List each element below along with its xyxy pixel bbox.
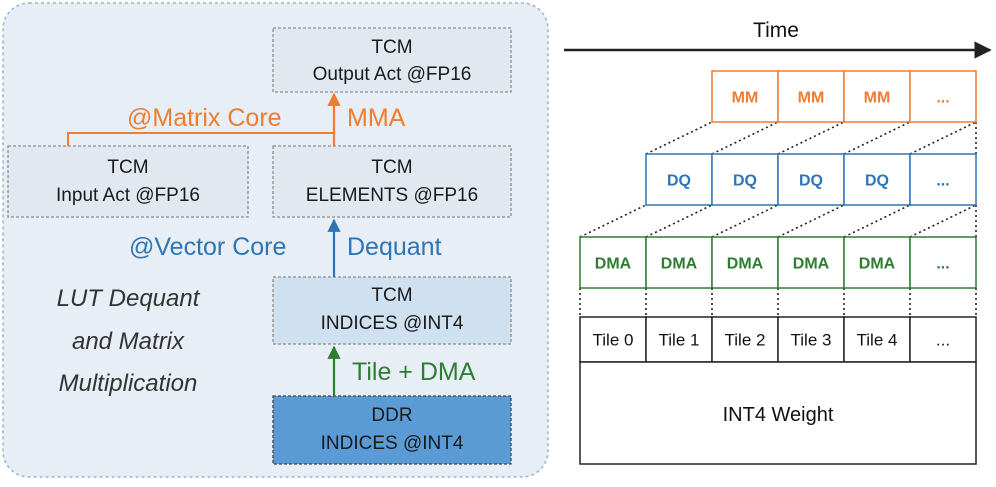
panel-caption: LUT Dequant and Matrix Multiplication bbox=[57, 285, 201, 397]
dotted-connector bbox=[711, 204, 779, 238]
tile-row: Tile 0 Tile 1 Tile 2 Tile 3 Tile 4... bbox=[579, 316, 977, 363]
dotted-connector bbox=[645, 121, 713, 155]
tile-cell-label: Tile 4 bbox=[857, 331, 898, 350]
dma-cell: DMA bbox=[843, 236, 911, 289]
mm-cell: MM bbox=[843, 70, 911, 123]
tcm-indices-box: TCM INDICES @INT4 bbox=[272, 276, 512, 345]
caption-line-3: Multiplication bbox=[59, 370, 198, 397]
input-box-line2: Input Act @FP16 bbox=[56, 185, 200, 206]
matrix-core-label: @Matrix Core bbox=[127, 104, 282, 132]
dotted-connector bbox=[711, 121, 779, 155]
dq-cell: DQ bbox=[843, 153, 911, 206]
dq-cell-label: DQ bbox=[799, 173, 823, 190]
tcm-output-act-box: TCM Output Act @FP16 bbox=[272, 27, 512, 93]
dma-row: DMA DMA DMA DMA DMA... bbox=[579, 236, 977, 289]
dotted-connector bbox=[579, 204, 647, 238]
dotted-connector bbox=[777, 121, 845, 155]
tile-cell: Tile 2 bbox=[711, 316, 779, 363]
dotted-connector bbox=[645, 204, 713, 238]
dq-cell-label: DQ bbox=[667, 173, 691, 190]
mm-cell: ... bbox=[909, 70, 977, 123]
ddr-box-line2: INDICES @INT4 bbox=[321, 433, 464, 454]
ddr-indices-box: DDR INDICES @INT4 bbox=[272, 395, 512, 465]
dq-row: DQ DQ DQ DQ... bbox=[645, 153, 977, 206]
tile-dma-label: Tile + DMA bbox=[352, 358, 476, 386]
tile-cell-label: Tile 0 bbox=[593, 331, 634, 350]
dq-cell: DQ bbox=[777, 153, 845, 206]
indices-box-line1: TCM bbox=[371, 285, 412, 306]
time-axis: Time bbox=[564, 19, 992, 59]
mma-label: MMA bbox=[347, 104, 406, 132]
tile-cell: Tile 4 bbox=[843, 316, 911, 363]
dma-cell-label: DMA bbox=[859, 256, 896, 273]
left-panel: TCM Output Act @FP16 TCM Input Act @FP16… bbox=[2, 2, 549, 478]
dma-cell: DMA bbox=[777, 236, 845, 289]
dma-cell-label: DMA bbox=[727, 256, 764, 273]
indices-box-line2: INDICES @INT4 bbox=[321, 313, 464, 334]
ddr-box-line1: DDR bbox=[371, 405, 412, 426]
dma-cell: DMA bbox=[579, 236, 647, 289]
tile-cell-label: Tile 1 bbox=[659, 331, 700, 350]
dq-cell: ... bbox=[909, 153, 977, 206]
mm-cell: MM bbox=[711, 70, 779, 123]
dequant-connector: @Vector Core Dequant bbox=[129, 218, 442, 277]
tile-cell-label: Tile 2 bbox=[725, 331, 766, 350]
dma-cell-label: DMA bbox=[793, 256, 830, 273]
mm-row: MM MM MM... bbox=[711, 70, 977, 123]
tcm-input-act-box: TCM Input Act @FP16 bbox=[7, 145, 249, 218]
dotted-connector bbox=[909, 204, 977, 238]
caption-line-2: and Matrix bbox=[72, 328, 185, 355]
mm-cell-label: MM bbox=[732, 90, 759, 107]
mma-connector: @Matrix Core MMA bbox=[67, 92, 406, 146]
panel-background bbox=[2, 2, 549, 478]
dotted-connector bbox=[843, 121, 911, 155]
dequant-label: Dequant bbox=[347, 233, 442, 261]
elements-box-line1: TCM bbox=[371, 157, 412, 178]
mm-cell: MM bbox=[777, 70, 845, 123]
tile-cell: ... bbox=[909, 316, 977, 363]
input-box-line1: TCM bbox=[107, 157, 148, 178]
dotted-connector bbox=[909, 121, 977, 155]
dq-cell-label: ... bbox=[936, 173, 949, 190]
dma-cell-label: DMA bbox=[661, 256, 698, 273]
elements-box-line2: ELEMENTS @FP16 bbox=[306, 185, 478, 206]
int4-weight-label: INT4 Weight bbox=[723, 404, 834, 426]
mm-cell-label: ... bbox=[936, 90, 949, 107]
vector-core-label: @Vector Core bbox=[129, 233, 286, 261]
tile-cell: Tile 1 bbox=[645, 316, 713, 363]
dq-cell: DQ bbox=[645, 153, 713, 206]
tile-cell: Tile 0 bbox=[579, 316, 647, 363]
dma-cell: ... bbox=[909, 236, 977, 289]
tile-cell-label: Tile 3 bbox=[791, 331, 832, 350]
dma-cell-label: ... bbox=[936, 256, 949, 273]
tile-cell: Tile 3 bbox=[777, 316, 845, 363]
output-box-line2: Output Act @FP16 bbox=[313, 64, 472, 85]
mm-cell-label: MM bbox=[798, 90, 825, 107]
dq-cell: DQ bbox=[711, 153, 779, 206]
int4-weight-box: INT4 Weight bbox=[579, 361, 977, 465]
pipeline-connectors bbox=[579, 121, 977, 317]
dma-cell-label: DMA bbox=[595, 256, 632, 273]
dma-cell: DMA bbox=[711, 236, 779, 289]
caption-line-1: LUT Dequant bbox=[57, 285, 201, 312]
dotted-connector bbox=[843, 204, 911, 238]
dq-cell-label: DQ bbox=[733, 173, 757, 190]
dma-cell: DMA bbox=[645, 236, 713, 289]
dotted-connector bbox=[777, 204, 845, 238]
time-label: Time bbox=[753, 19, 799, 42]
tile-dma-connector: Tile + DMA bbox=[327, 345, 476, 396]
dq-cell-label: DQ bbox=[865, 173, 889, 190]
tcm-elements-box: TCM ELEMENTS @FP16 bbox=[272, 145, 512, 218]
mm-cell-label: MM bbox=[864, 90, 891, 107]
tile-cell-label: ... bbox=[936, 331, 950, 350]
output-box-line1: TCM bbox=[371, 37, 412, 58]
